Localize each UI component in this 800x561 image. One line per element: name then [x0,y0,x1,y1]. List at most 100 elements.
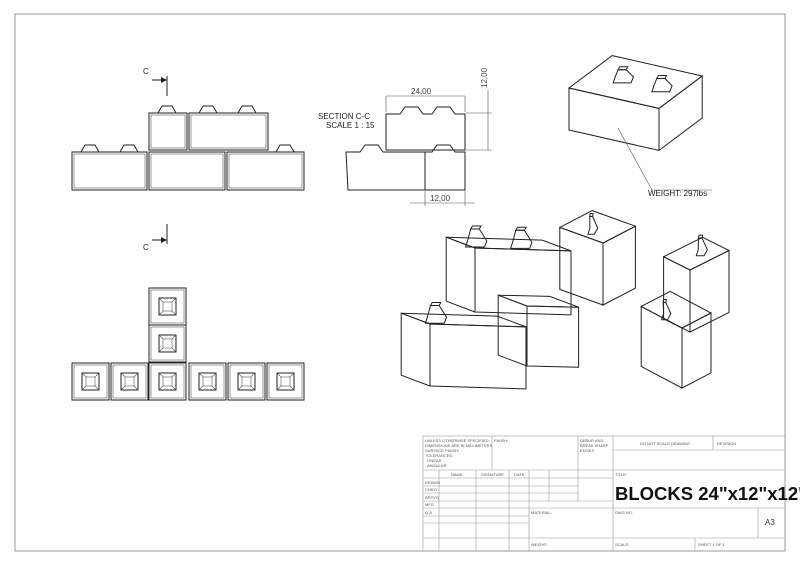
nub-edge [120,372,126,378]
block-front-face [602,225,636,306]
iso-assembly [400,210,731,390]
tb-note: ANGULAR: [427,463,447,468]
block-end-face [445,236,476,313]
top-block-edge [73,364,108,399]
iso-single-block [567,55,704,152]
nub [695,237,708,257]
front-block-edge [150,114,186,149]
block-end-face [559,226,604,306]
nub-edge [211,385,217,391]
section-view: SECTION C-C SCALE 1 : 15 24,00 12,00 12,… [318,67,492,206]
top-view [71,287,305,401]
nub-edge [158,334,164,340]
title-block: UNLESS OTHERWISE SPECIFIED: DIMENSIONS A… [422,435,800,552]
nub-edge [94,385,100,391]
top-block-edge [229,364,264,399]
nub-edge [158,372,164,378]
top-block-edge [150,289,185,324]
block-end-face [658,75,703,152]
nub-top [617,66,629,71]
tb-row-label: DRAWN [425,480,440,485]
block-end-face [400,312,431,387]
tb-note: TOLERANCES: [425,453,453,458]
front-nub [157,105,177,114]
tb-revision: REVISION [717,441,736,446]
top-block-cell [148,287,187,326]
sheet-border [14,13,786,552]
tb-note: LINEAR: [427,458,443,463]
nub-top [202,376,213,387]
nub-edge [276,385,282,391]
nub-outline [198,372,217,391]
top-block-edge [150,364,185,399]
dim-width: 24,00 [411,87,432,96]
tb-deburr: DEBUR AND [580,438,603,443]
drawing-title: BLOCKS 24"x12"x12" [615,483,800,504]
block-front-face [429,323,527,390]
section-marker-bottom: C [143,224,168,252]
front-block [188,112,269,151]
nub-top [162,301,173,312]
nub-edge [81,385,87,391]
nub [660,302,672,321]
block-top-face [640,290,713,329]
tb-title-label: TITLE: [615,472,627,477]
top-block-edge [150,326,185,361]
block-front-face [568,87,660,152]
front-block [148,112,188,151]
nub-top [162,376,173,387]
weight-label: WEIGHT: 297lbs [648,189,707,198]
tb-row-label: Q.A [425,510,432,515]
tb-row-label: MFG [425,502,434,507]
section-block-top [385,106,466,151]
nub-edge [289,385,295,391]
block-front-face [526,305,580,368]
front-block-edge [190,114,267,149]
block-top-face [567,55,704,109]
top-block-cell [110,362,149,401]
nub-top [469,225,482,230]
tb-size: A3 [765,518,775,527]
nub-top [655,75,668,79]
nub-edge [158,297,164,303]
front-block-edge [228,153,303,189]
section-block-bottom-left [345,144,426,191]
nub-edge [158,310,164,316]
front-view [71,105,305,191]
tb-row-label: APPV'D [425,495,439,500]
nub-top [124,376,135,387]
nub-edge [198,385,204,391]
tb-row-label: CHK'D [425,487,437,492]
top-block-edge [112,364,147,399]
nub-outline [237,372,256,391]
tb-deburr: EDGES [580,448,594,453]
tb-col-signature: SIGNATURE [481,472,504,477]
front-block-edge [73,153,146,189]
nub-outline [81,372,100,391]
top-block-cell [148,362,187,401]
nub-edge [250,385,256,391]
nub [612,69,634,84]
block-front-face [689,249,730,333]
top-block-cell [188,362,227,401]
top-block-cell [148,324,187,363]
nub-edge [237,372,243,378]
front-block [226,151,305,191]
nub-top [662,299,667,303]
tb-weight: WEIGHT: [531,542,548,547]
nub-top [514,226,528,231]
nub-top [589,213,594,217]
section-block-bottom-right [424,144,466,191]
nub-edge [158,347,164,353]
top-block-edge [190,364,225,399]
section-title: SECTION C-C [318,112,370,121]
nub-top [697,234,704,239]
top-block-cell [266,362,305,401]
dim-bottom: 12,00 [430,194,451,203]
tb-deburr: BREAK SHARP [580,443,609,448]
nub-top [241,376,252,387]
nub-edge [171,385,177,391]
nub-edge [276,372,282,378]
front-block-edge [150,153,224,189]
